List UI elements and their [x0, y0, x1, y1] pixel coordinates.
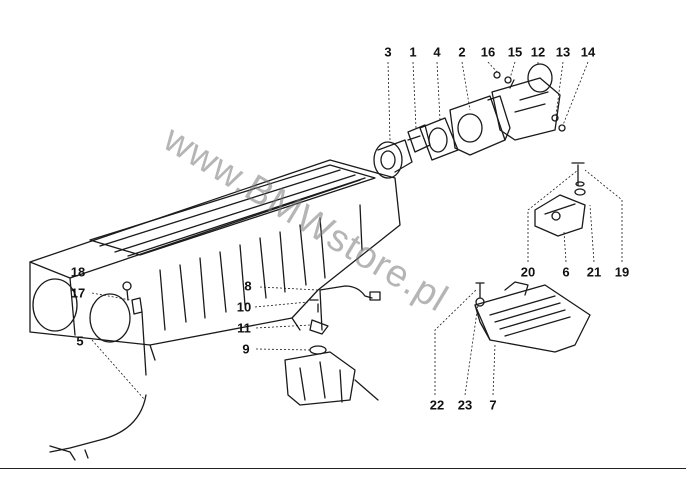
thermostat-housing-part-2: [449, 95, 511, 156]
part-label-13: 13: [555, 44, 571, 60]
part-label-9: 9: [242, 341, 250, 357]
part-label-7: 7: [489, 397, 497, 413]
part-label-18: 18: [70, 264, 86, 280]
housing-part-1: [407, 124, 431, 153]
part-label-15: 15: [507, 44, 523, 60]
small-screws: [493, 71, 566, 132]
sensor-lead-part-5: [49, 281, 147, 461]
part-label-11: 11: [237, 320, 251, 336]
bottom-rule: [0, 468, 686, 469]
part-label-14: 14: [580, 44, 596, 60]
part-label-1: 1: [409, 44, 417, 60]
part-label-2: 2: [458, 44, 466, 60]
part-label-12: 12: [530, 44, 546, 60]
part-label-4: 4: [433, 44, 441, 60]
part-label-3: 3: [384, 44, 392, 60]
part-label-23: 23: [457, 397, 473, 413]
lower-bracket: [284, 351, 379, 406]
part-label-6: 6: [562, 264, 570, 280]
part-label-17: 17: [70, 285, 86, 301]
control-unit-part-7: [474, 281, 591, 353]
part-label-5: 5: [76, 333, 84, 349]
leader-lines: [91, 61, 623, 401]
part-label-21: 21: [586, 264, 602, 280]
part-label-20: 20: [520, 264, 536, 280]
part-label-16: 16: [480, 44, 496, 60]
part-label-22: 22: [429, 397, 445, 413]
part-label-8: 8: [244, 278, 252, 294]
part-label-10: 10: [236, 299, 252, 315]
cover-part-12: [491, 63, 561, 141]
part-label-19: 19: [614, 264, 630, 280]
sensor-cable-part-8: [309, 285, 381, 355]
cylinder-head-cover: [29, 159, 401, 361]
pulley-part-3: [373, 139, 413, 179]
bracket-part-6: [534, 162, 586, 237]
